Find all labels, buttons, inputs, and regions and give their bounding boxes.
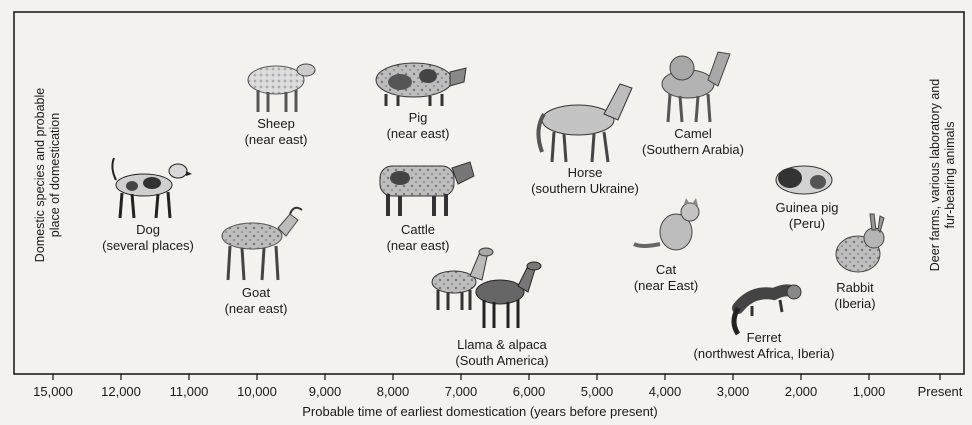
left-side-label-line-2: place of domestication [48, 113, 62, 237]
tick-label: 3,000 [717, 384, 750, 399]
right-side-label: Deer farms, various laboratory and fur-b… [928, 70, 958, 280]
sheep-place: (near east) [245, 132, 308, 148]
left-side-label-line-1: Domestic species and probable [33, 88, 47, 262]
tick-label: 12,000 [101, 384, 141, 399]
horse-place: (southern Ukraine) [531, 181, 639, 197]
cattle-name: Cattle [387, 222, 450, 238]
horse-name: Horse [531, 165, 639, 181]
cat-label: Cat (near East) [634, 262, 698, 294]
tick-label: 5,000 [581, 384, 614, 399]
sheep-label: Sheep (near east) [245, 116, 308, 148]
ferret-illustration [734, 285, 801, 334]
pig-illustration [376, 63, 466, 106]
tick-label: 7,000 [445, 384, 478, 399]
sheep-name: Sheep [245, 116, 308, 132]
cat-illustration [634, 198, 699, 250]
pig-place: (near east) [387, 126, 450, 142]
dog-label: Dog (several places) [102, 222, 194, 254]
tick-label: 8,000 [377, 384, 410, 399]
dog-place: (several places) [102, 238, 194, 254]
right-side-label-line-2: fur-bearing animals [943, 122, 957, 229]
left-side-label: Domestic species and probable place of d… [33, 85, 63, 265]
dog-illustration [112, 158, 192, 218]
ferret-place: (northwest Africa, Iberia) [694, 346, 835, 362]
horse-label: Horse (southern Ukraine) [531, 165, 639, 197]
guinea-pig-name: Guinea pig [776, 200, 839, 216]
dog-name: Dog [102, 222, 194, 238]
tick-label: 11,000 [170, 384, 209, 399]
tick-label: Present [918, 384, 963, 399]
llama-alpaca-place: (South America) [455, 353, 548, 369]
llama-alpaca-label: Llama & alpaca (South America) [455, 337, 548, 369]
horse-illustration [538, 84, 632, 162]
axis-title: Probable time of earliest domestication … [302, 404, 658, 419]
sheep-illustration [248, 64, 315, 112]
goat-label: Goat (near east) [225, 285, 288, 317]
llama-alpaca-illustration [432, 248, 541, 328]
cattle-place: (near east) [387, 238, 450, 254]
goat-place: (near east) [225, 301, 288, 317]
tick-label: 2,000 [785, 384, 818, 399]
camel-illustration [662, 52, 730, 122]
guinea-pig-label: Guinea pig (Peru) [776, 200, 839, 232]
rabbit-place: (Iberia) [834, 296, 875, 312]
tick-label: 10,000 [237, 384, 277, 399]
camel-label: Camel (Southern Arabia) [642, 126, 744, 158]
tick-label: 4,000 [649, 384, 682, 399]
tick-label: 15,000 [33, 384, 73, 399]
camel-place: (Southern Arabia) [642, 142, 744, 158]
axis-tick-marks [53, 374, 940, 380]
cattle-label: Cattle (near east) [387, 222, 450, 254]
cattle-illustration [380, 162, 474, 216]
right-side-label-line-1: Deer farms, various laboratory and [928, 79, 942, 271]
cat-place: (near East) [634, 278, 698, 294]
rabbit-illustration [836, 214, 884, 272]
tick-label: 9,000 [309, 384, 342, 399]
rabbit-name: Rabbit [834, 280, 875, 296]
llama-alpaca-name: Llama & alpaca [455, 337, 548, 353]
ferret-name: Ferret [694, 330, 835, 346]
guinea-pig-illustration [776, 166, 832, 194]
tick-label: 6,000 [513, 384, 546, 399]
ferret-label: Ferret (northwest Africa, Iberia) [694, 330, 835, 362]
camel-name: Camel [642, 126, 744, 142]
tick-label: 1,000 [853, 384, 886, 399]
rabbit-label: Rabbit (Iberia) [834, 280, 875, 312]
goat-illustration [222, 208, 302, 280]
goat-name: Goat [225, 285, 288, 301]
pig-name: Pig [387, 110, 450, 126]
cat-name: Cat [634, 262, 698, 278]
pig-label: Pig (near east) [387, 110, 450, 142]
guinea-pig-place: (Peru) [776, 216, 839, 232]
